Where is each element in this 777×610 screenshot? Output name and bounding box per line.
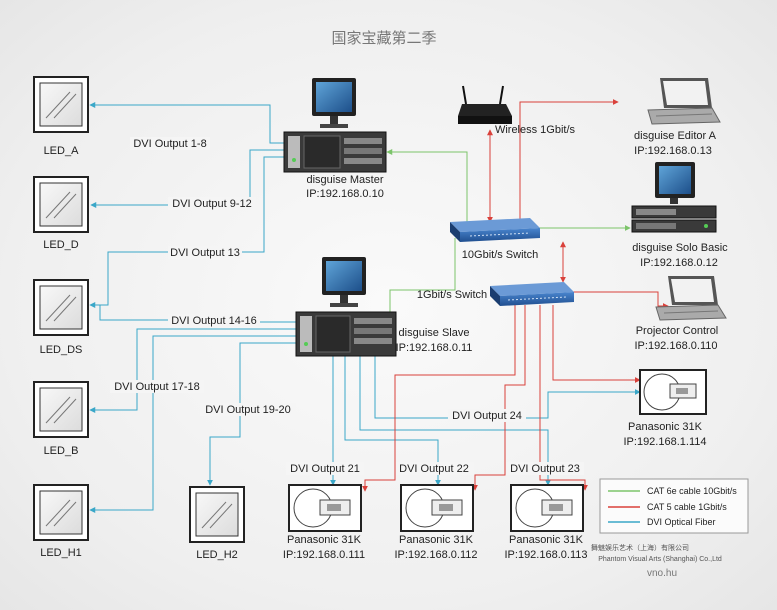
device-name: Projector Control: [636, 325, 719, 337]
device-ip: IP:192.168.0.13: [634, 145, 712, 157]
disguise-editor-a: disguise Editor A IP:192.168.0.13: [634, 78, 721, 157]
dvi-output-label: DVI Output 19-20: [205, 404, 291, 416]
dvi-lines: [89, 102, 641, 513]
switch-icon: [490, 282, 574, 306]
dvi-labels: DVI Output 1-8 DVI Output 9-12 DVI Outpu…: [110, 137, 584, 475]
server-icon: [283, 131, 387, 173]
led-label: LED_A: [44, 145, 80, 157]
dvi-output-label: DVI Output 17-18: [114, 381, 200, 393]
projector-control: Projector Control IP:192.168.0.110: [635, 276, 727, 352]
device-ip: IP:192.168.1.114: [624, 436, 707, 448]
device-ip: IP:192.168.0.10: [306, 188, 384, 200]
dvi-output-label: DVI Output 13: [170, 247, 240, 259]
led-screen-ds: LED_DS: [33, 279, 89, 356]
dvi-output-label: DVI Output 22: [399, 463, 469, 475]
legend-dvi: DVI Optical Fiber: [647, 517, 716, 527]
device-name: 1Gbit/s Switch: [417, 289, 487, 301]
laptop-icon: [647, 78, 721, 125]
device-ip: IP:192.168.0.12: [640, 257, 718, 269]
company-cn: 舞魅娱乐艺术（上海）有限公司: [591, 543, 689, 552]
device-name: disguise Editor A: [634, 130, 717, 142]
device-name: disguise Slave: [399, 327, 470, 339]
disguise-master: disguise Master IP:192.168.0.10: [283, 78, 387, 200]
device-name: Wireless 1Gbit/s: [495, 124, 576, 136]
device-ip: IP:192.168.0.11: [396, 342, 473, 354]
router-icon: [458, 85, 512, 124]
disguise-solo-basic: disguise Solo Basic IP:192.168.0.12: [631, 162, 728, 269]
monitor-icon: [655, 162, 695, 204]
device-name: Panasonic 31K: [287, 534, 362, 546]
legend-cat5: CAT 5 cable 1Gbit/s: [647, 502, 727, 512]
device-name: 10Gbit/s Switch: [462, 249, 538, 261]
monitor-icon: [322, 257, 366, 307]
server-icon: [295, 311, 397, 357]
switch-icon: [450, 218, 540, 242]
legend: CAT 6e cable 10Gbit/s CAT 5 cable 1Gbit/…: [599, 478, 749, 534]
led-label: LED_H1: [40, 547, 82, 559]
device-ip: IP:192.168.0.112: [395, 549, 478, 561]
led-label: LED_DS: [40, 344, 83, 356]
led-label: LED_H2: [196, 549, 238, 561]
disguise-slave: disguise Slave IP:192.168.0.11: [295, 257, 473, 357]
led-label: LED_D: [43, 239, 79, 251]
dvi-output-label: DVI Output 1-8: [133, 138, 206, 150]
projector-icon: [400, 484, 474, 532]
led-screen-a: LED_A: [33, 76, 89, 157]
projector-111: Panasonic 31K IP:192.168.0.111: [283, 484, 365, 561]
device-name: Panasonic 31K: [628, 421, 703, 433]
legend-cat6e: CAT 6e cable 10Gbit/s: [647, 486, 737, 496]
server-icon: [631, 205, 717, 233]
dvi-output-label: DVI Output 23: [510, 463, 580, 475]
device-name: Panasonic 31K: [399, 534, 474, 546]
device-name: disguise Master: [306, 174, 383, 186]
monitor-icon: [312, 78, 356, 128]
device-ip: IP:192.168.0.110: [635, 340, 718, 352]
led-screen-b: LED_B: [33, 381, 89, 457]
dvi-output-label: DVI Output 9-12: [172, 198, 252, 210]
diagram-title: 国家宝藏第二季: [331, 29, 436, 47]
led-screen-h2: LED_H2: [189, 486, 245, 561]
dvi-output-label: DVI Output 14-16: [171, 315, 257, 327]
led-label: LED_B: [44, 445, 79, 457]
dvi-output-label: DVI Output 24: [452, 410, 522, 422]
switch-10gbit: 10Gbit/s Switch: [450, 218, 540, 261]
projector-icon: [510, 484, 584, 532]
device-name: disguise Solo Basic: [632, 242, 728, 254]
watermark: vno.hu: [647, 568, 677, 579]
device-ip: IP:192.168.0.111: [283, 549, 365, 561]
cat5-lines: [362, 99, 669, 492]
projector-113: Panasonic 31K IP:192.168.0.113: [505, 484, 588, 561]
device-name: Panasonic 31K: [509, 534, 584, 546]
dvi-output-label: DVI Output 21: [290, 463, 360, 475]
laptop-icon: [655, 276, 727, 321]
device-ip: IP:192.168.0.113: [505, 549, 588, 561]
company-en: Phantom Visual Arts (Shanghai) Co.,Ltd: [598, 556, 722, 563]
projector-114: Panasonic 31K IP:192.168.1.114: [624, 369, 707, 448]
led-screen-h1: LED_H1: [33, 484, 89, 559]
projector-icon: [639, 369, 707, 415]
projector-112: Panasonic 31K IP:192.168.0.112: [395, 484, 478, 561]
switch-1gbit: 1Gbit/s Switch: [417, 282, 574, 306]
led-screen-d: LED_D: [33, 176, 89, 251]
wireless-router: Wireless 1Gbit/s: [458, 85, 576, 136]
projector-icon: [288, 484, 362, 532]
